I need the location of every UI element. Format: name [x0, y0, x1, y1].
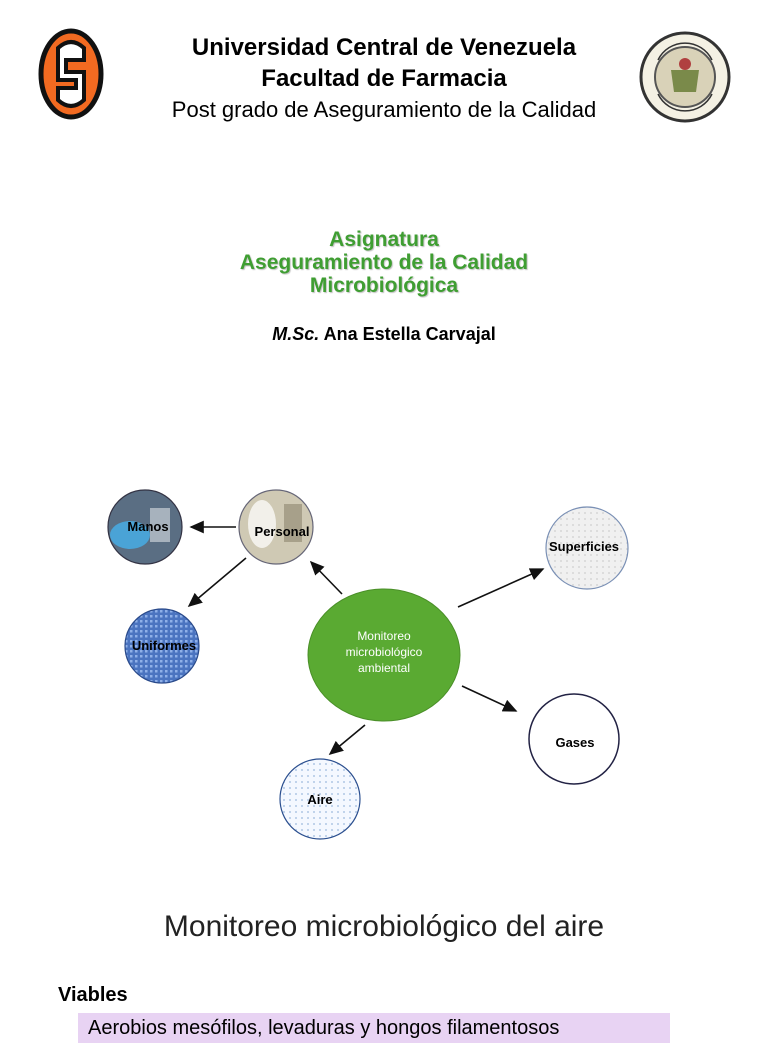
section-subtitle: Viables [58, 984, 128, 1006]
program-name: Post grado de Aseguramiento de la Calida… [171, 97, 597, 122]
node-label-uniformes: Uniformes [132, 638, 196, 653]
university-seal-icon [638, 30, 732, 124]
bullet-text: Aerobios mesófilos, levaduras y hongos f… [88, 1017, 560, 1039]
arrow-center-to-gases [461, 685, 518, 712]
node-aire: Aire [279, 758, 361, 840]
center-label-line2: microbiológico [346, 645, 423, 659]
author-degree: M.Sc. [272, 324, 320, 344]
section-title: Monitoreo microbiológico del aire [163, 910, 605, 943]
university-name: Universidad Central de Venezuela [191, 34, 577, 61]
highlighted-bullet: Aerobios mesófilos, levaduras y hongos f… [78, 1013, 670, 1043]
node-gases: Gases [528, 693, 620, 785]
node-uniformes: Uniformes [124, 608, 200, 684]
mind-map-diagram: Manos Personal Uniformes Superficies Mon… [0, 480, 768, 860]
node-label-gases: Gases [555, 735, 594, 750]
faculty-logo-icon [38, 28, 104, 120]
header: Universidad Central de Venezuela Faculta… [0, 0, 768, 130]
center-label-line3: ambiental [358, 661, 410, 675]
center-label-line1: Monitoreo [357, 629, 411, 643]
arrow-center-to-aire [328, 724, 366, 756]
author: M.Sc. Ana Estella Carvajal [0, 324, 768, 345]
arrow-center-to-personal [309, 560, 343, 595]
faculty-name: Facultad de Farmacia [261, 65, 507, 92]
node-label-aire: Aire [307, 792, 332, 807]
course-name-line2: Microbiológica [309, 274, 459, 297]
course-label: Asignatura [329, 228, 439, 251]
node-label-personal: Personal [255, 524, 310, 539]
arrow-personal-to-uniformes [187, 557, 247, 608]
course-name-line1: Aseguramiento de la Calidad [239, 251, 529, 274]
node-label-manos: Manos [127, 519, 168, 534]
node-personal: Personal [238, 489, 314, 565]
node-center: Monitoreo microbiológico ambiental [307, 588, 461, 722]
node-superficies: Superficies [545, 506, 629, 590]
arrow-center-to-superficies [457, 568, 545, 608]
node-label-superficies: Superficies [549, 539, 619, 554]
author-name: Ana Estella Carvajal [323, 324, 496, 344]
node-manos: Manos [107, 489, 183, 565]
